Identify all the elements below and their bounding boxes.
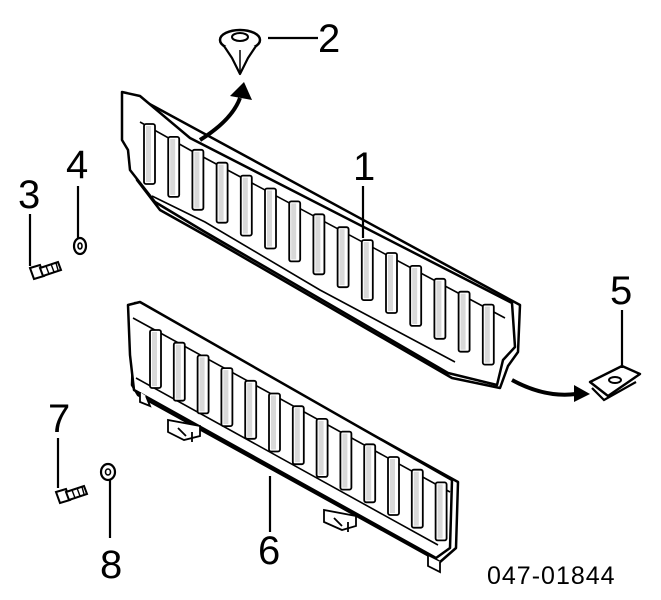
panel-slot-shade bbox=[152, 332, 157, 386]
callout-3: 3 bbox=[18, 173, 40, 217]
panel-slot-shade bbox=[339, 229, 345, 286]
panel-slot-shade bbox=[175, 344, 181, 399]
callout-2: 2 bbox=[318, 17, 340, 61]
upper-panel bbox=[120, 90, 522, 390]
panel-slot-shade bbox=[363, 242, 369, 299]
panel-slot-shade bbox=[318, 420, 324, 475]
panel-slot-shade bbox=[199, 357, 205, 412]
callout-1: 1 bbox=[353, 145, 375, 189]
panel-slot-shade bbox=[223, 370, 229, 425]
callout-6: 6 bbox=[258, 529, 280, 573]
push-clip-icon bbox=[218, 28, 262, 76]
arrow-to-push-clip bbox=[198, 82, 252, 142]
bolt-icon bbox=[28, 260, 63, 281]
panel-slot-shade bbox=[294, 408, 300, 463]
washer-icon bbox=[99, 462, 117, 482]
panel-slot-shade bbox=[146, 126, 151, 182]
panel-slot-shade bbox=[315, 216, 321, 273]
part-code: 047-01844 bbox=[487, 562, 616, 590]
spring-nut-icon bbox=[588, 364, 642, 402]
leader-lines bbox=[28, 36, 624, 538]
panel-slot-shade bbox=[366, 446, 372, 501]
washer-icon bbox=[72, 236, 88, 256]
bolt-icon bbox=[54, 484, 89, 505]
panel-slot-shade bbox=[342, 433, 348, 488]
panel-slot-shade bbox=[194, 151, 200, 208]
panel-slot-shade bbox=[388, 255, 393, 311]
panel-slot-shade bbox=[267, 190, 272, 247]
panel-slot-shade bbox=[437, 484, 443, 539]
callout-4: 4 bbox=[66, 143, 88, 187]
panel-slot-shade bbox=[412, 267, 418, 324]
panel-slot-shade bbox=[242, 177, 248, 234]
panel-slot-shade bbox=[484, 306, 490, 363]
panel-slot-shade bbox=[247, 382, 253, 437]
lower-panel bbox=[126, 300, 460, 574]
panel-slot-shade bbox=[218, 164, 224, 221]
panel-slot-shade bbox=[436, 280, 442, 337]
panel-slot-shade bbox=[390, 459, 395, 513]
panel-slot-shade bbox=[271, 395, 276, 450]
callout-7: 7 bbox=[48, 397, 70, 441]
arrow-to-spring-nut bbox=[511, 378, 590, 402]
panel-slot-shade bbox=[170, 138, 176, 195]
callout-8: 8 bbox=[100, 543, 122, 587]
panel-slot-shade bbox=[291, 203, 297, 260]
lower-panel-slots bbox=[149, 329, 448, 542]
upper-panel-slots bbox=[143, 123, 495, 366]
callout-5: 5 bbox=[610, 269, 632, 313]
panel-slot-shade bbox=[460, 293, 466, 350]
panel-slot-shade bbox=[413, 471, 419, 526]
